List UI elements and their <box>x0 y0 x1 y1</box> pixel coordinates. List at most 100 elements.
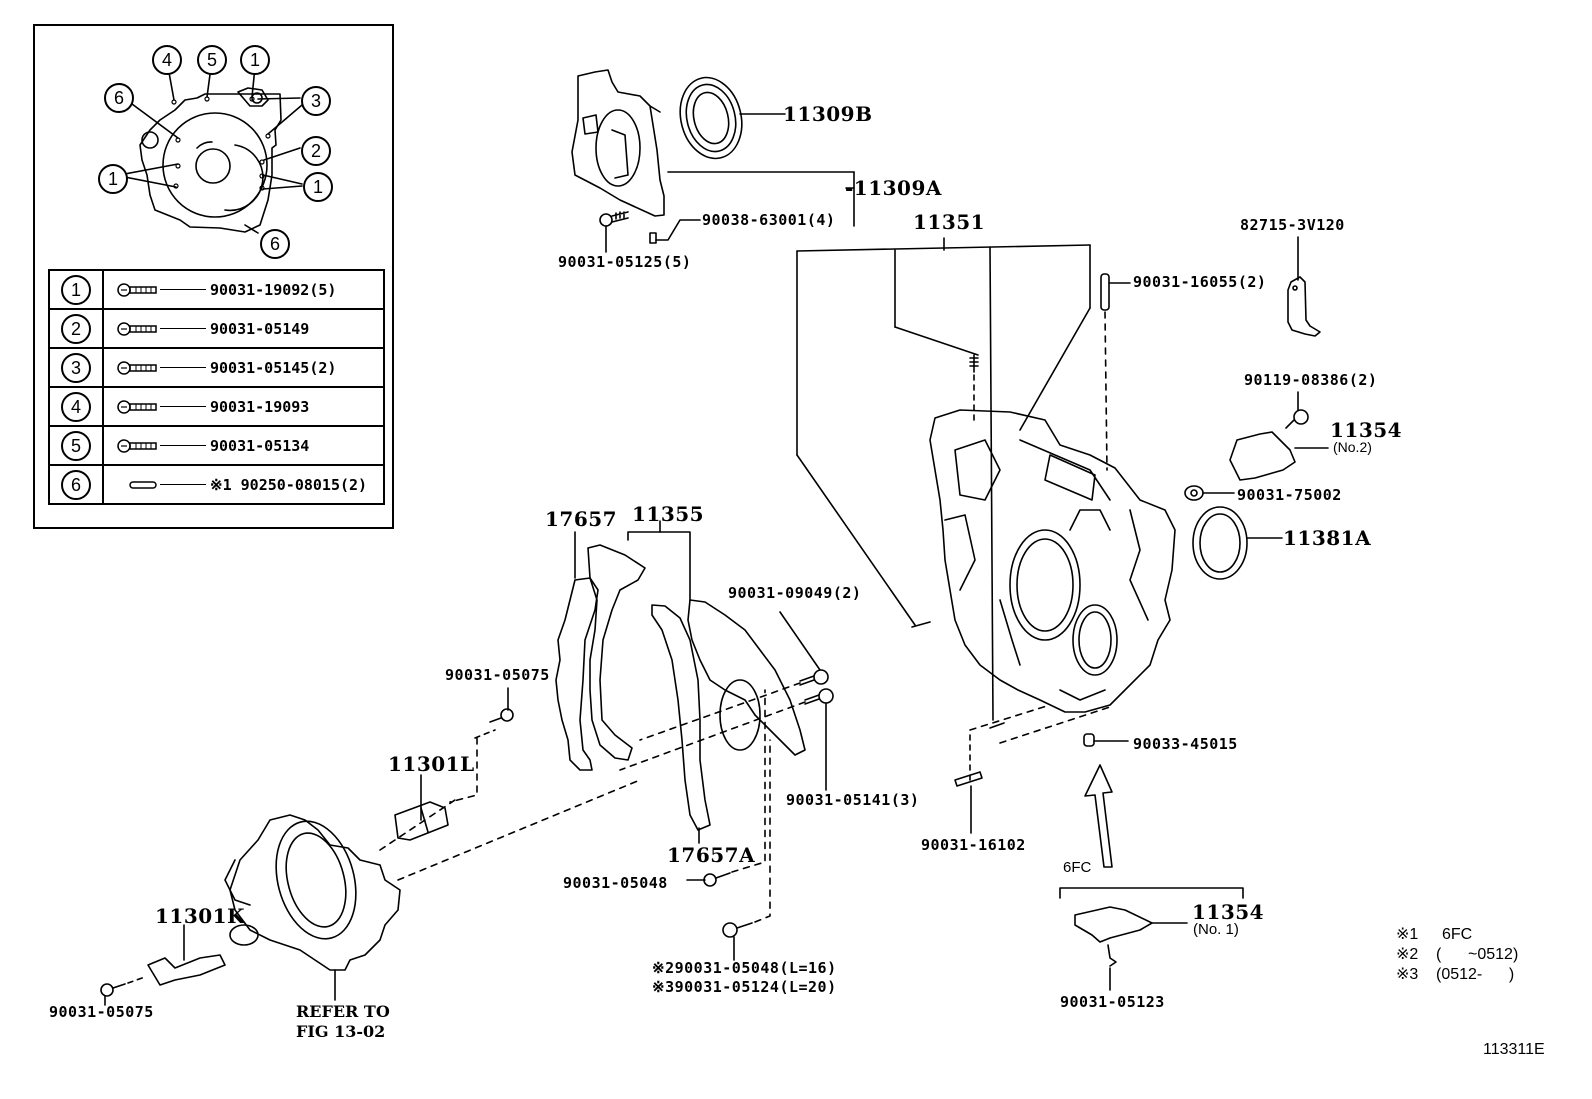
legend-callout: 6 <box>61 469 91 500</box>
footnote-mark: ※3 <box>1396 966 1419 983</box>
callout-3: 3 <box>301 86 331 116</box>
bracket-82715-drawing <box>1287 236 1321 337</box>
callout-1-top: 1 <box>240 45 270 75</box>
legend-part-number: 90031-19093 <box>210 397 310 416</box>
part-label-90031-05048: 90031-05048 <box>563 874 668 892</box>
part-label-90119-08386: 90119-08386(2) <box>1244 371 1378 389</box>
bolt-90031-05075-upper-drawing <box>449 687 514 803</box>
legend-row: 6 ※1 90250-08015(2) <box>48 464 385 505</box>
callout-2: 2 <box>301 136 331 166</box>
footnote-mark: ※2 <box>1396 946 1419 963</box>
callout-6-bottom: 6 <box>260 229 290 259</box>
part-label-11309A: -11309A <box>845 176 942 200</box>
refer-note-line1: REFER TO <box>296 1002 390 1021</box>
timing-chain-case-drawing <box>929 409 1176 713</box>
leader-line <box>160 445 206 446</box>
legend-number-cell: 6 <box>48 464 104 505</box>
part-label-90031-05048-variant: ※290031-05048(L=16) <box>652 959 837 977</box>
valve-11301K-drawing <box>100 924 226 1006</box>
footnote-text: 6FC <box>1442 926 1473 943</box>
bolt-90031-05048-drawing <box>686 689 766 887</box>
part-sublabel-no1: (No. 1) <box>1193 921 1239 938</box>
part-label-11309B: 11309B <box>783 102 873 126</box>
part-label-90031-05075-upper: 90031-05075 <box>445 666 550 684</box>
legend-number-cell: 1 <box>48 269 104 310</box>
part-label-90031-16102: 90031-16102 <box>921 836 1026 854</box>
legend-part-cell: 90031-05134 <box>102 425 385 466</box>
stud-90031-16102-drawing <box>954 704 1111 834</box>
legend-part-cell: 90031-19092(5) <box>102 269 385 310</box>
6fc-bracket <box>1059 887 1244 899</box>
legend-callout: 2 <box>61 313 91 344</box>
variant-label-6FC: 6FC <box>1063 859 1092 876</box>
leader-11351 <box>796 237 1091 721</box>
legend-number-cell: 3 <box>48 347 104 388</box>
up-arrow-icon <box>1084 764 1113 868</box>
dowel-drawing <box>911 354 1005 729</box>
footnote-2: ※2 ( ~0512) <box>1396 946 1518 967</box>
bolt-icon <box>117 321 157 336</box>
footnote-1: ※1 6FC <box>1396 926 1472 947</box>
cover-plate-no2-drawing <box>1229 431 1329 481</box>
legend-row: 3 90031-05145(2) <box>48 347 385 388</box>
legend-number-cell: 2 <box>48 308 104 349</box>
bolt-90031-05125-drawing <box>599 211 629 253</box>
pin-icon <box>129 480 157 489</box>
footnotes: ※1 6FC ※2 ( ~0512) ※3 (0512- ) <box>1396 926 1518 987</box>
screw-90038-63001-drawing <box>649 219 701 244</box>
part-label-11301L: 11301L <box>388 752 475 776</box>
part-label-17657A: 17657A <box>667 843 756 867</box>
sensor-11301L-drawing <box>394 774 449 841</box>
leader-line <box>160 328 206 329</box>
bolt-90119-drawing <box>1285 391 1309 429</box>
bolts-90031-09049-drawing <box>619 611 834 791</box>
footnote-mark: ※1 <box>1396 926 1419 943</box>
legend-number-cell: 5 <box>48 425 104 466</box>
part-label-90031-05123: 90031-05123 <box>1060 993 1165 1011</box>
legend-part-cell: 90031-05149 <box>102 308 385 349</box>
gasket-17657-drawing <box>555 531 599 771</box>
refer-note-line2: FIG 13-02 <box>296 1022 386 1041</box>
legend-callout: 4 <box>61 391 91 422</box>
part-label-11351: 11351 <box>913 210 986 234</box>
legend-part-cell: 90031-05145(2) <box>102 347 385 388</box>
bolt-icon <box>117 399 157 414</box>
cover-plate-no1-drawing <box>1074 906 1188 991</box>
fastener-legend-table: 1 90031-19092(5) 2 90031-05149 3 90031-05145(… <box>48 269 385 505</box>
footnote-text: (0512- ) <box>1436 966 1515 983</box>
legend-part-cell: ※1 90250-08015(2) <box>102 464 385 505</box>
part-label-90031-75002: 90031-75002 <box>1237 486 1342 504</box>
part-label-90031-05075-lower: 90031-05075 <box>49 1003 154 1021</box>
nut-90031-75002-drawing <box>1184 485 1235 501</box>
fastener-location-inset: 4 5 1 6 3 2 1 1 6 1 90031-19092(5) 2 90031-… <box>33 24 394 529</box>
part-label-11301K: 11301K <box>155 904 245 928</box>
part-label-11354-no1: 11354 <box>1192 900 1265 924</box>
part-label-90038-63001: 90038-63001(4) <box>702 211 836 229</box>
legend-row: 4 90031-19093 <box>48 386 385 427</box>
legend-callout: 1 <box>61 274 91 305</box>
figure-id: 113311E <box>1483 1041 1545 1058</box>
gasket-11355-drawing <box>587 520 806 831</box>
leader-line <box>160 289 206 290</box>
legend-part-number: ※1 90250-08015(2) <box>210 475 368 494</box>
part-label-11355: 11355 <box>632 502 705 526</box>
part-label-82715-3V120: 82715-3V120 <box>1240 216 1345 234</box>
legend-row: 2 90031-05149 <box>48 308 385 349</box>
callout-1-left: 1 <box>98 164 128 194</box>
part-label-90033-45015: 90033-45015 <box>1133 735 1238 753</box>
legend-callout: 3 <box>61 352 91 383</box>
oil-seal-11309B-drawing <box>679 76 786 160</box>
legend-number-cell: 4 <box>48 386 104 427</box>
part-label-90031-05124-variant: ※390031-05124(L=20) <box>652 978 837 996</box>
legend-part-number: 90031-05149 <box>210 319 310 338</box>
legend-row: 1 90031-19092(5) <box>48 269 385 310</box>
legend-part-number: 90031-05145(2) <box>210 358 337 377</box>
part-label-90031-05141: 90031-05141(3) <box>786 791 920 809</box>
part-label-90031-05125: 90031-05125(5) <box>558 253 692 271</box>
stud-90031-16055-drawing <box>1100 273 1131 471</box>
refer-note: REFER TO FIG 13-02 <box>296 1002 390 1042</box>
footnote-text: ( ~0512) <box>1436 946 1519 963</box>
part-label-90031-16055: 90031-16055(2) <box>1133 273 1267 291</box>
legend-callout: 5 <box>61 430 91 461</box>
legend-row: 5 90031-05134 <box>48 425 385 466</box>
